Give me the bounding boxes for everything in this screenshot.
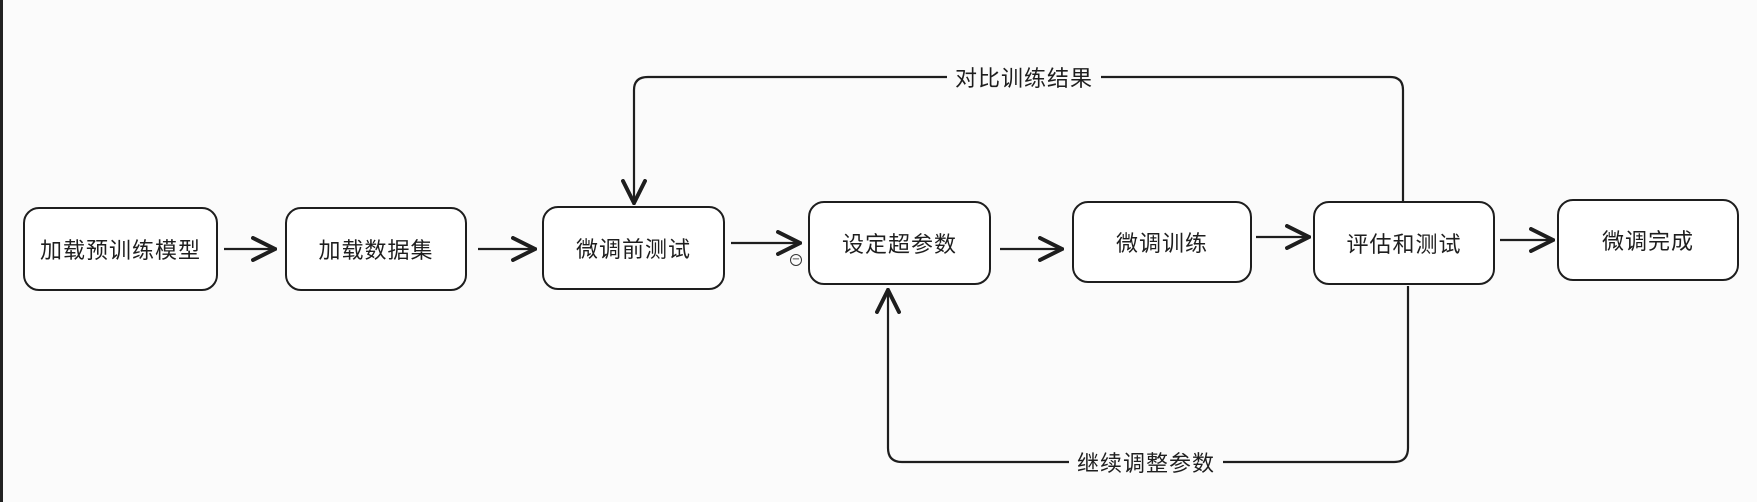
node-evaluate[interactable]: 评估和测试 (1313, 201, 1495, 285)
arrow-evaluate-to-set-hparams (888, 286, 1410, 464)
node-load-dataset[interactable]: 加载数据集 (285, 207, 467, 291)
node-set-hparams[interactable]: 设定超参数 (808, 201, 991, 285)
window-left-border (0, 0, 3, 502)
node-finetune[interactable]: 微调训练 (1072, 201, 1252, 283)
arrow-evaluate-to-pre-test (634, 75, 1405, 204)
edge-label-compare-results: 对比训练结果 (946, 61, 1102, 93)
node-pre-test[interactable]: 微调前测试 (542, 206, 725, 290)
zoom-out-icon[interactable]: − (790, 254, 802, 266)
node-load-model[interactable]: 加载预训练模型 (23, 207, 218, 291)
edge-label-continue-tuning: 继续调整参数 (1068, 446, 1224, 478)
node-done[interactable]: 微调完成 (1557, 199, 1739, 281)
